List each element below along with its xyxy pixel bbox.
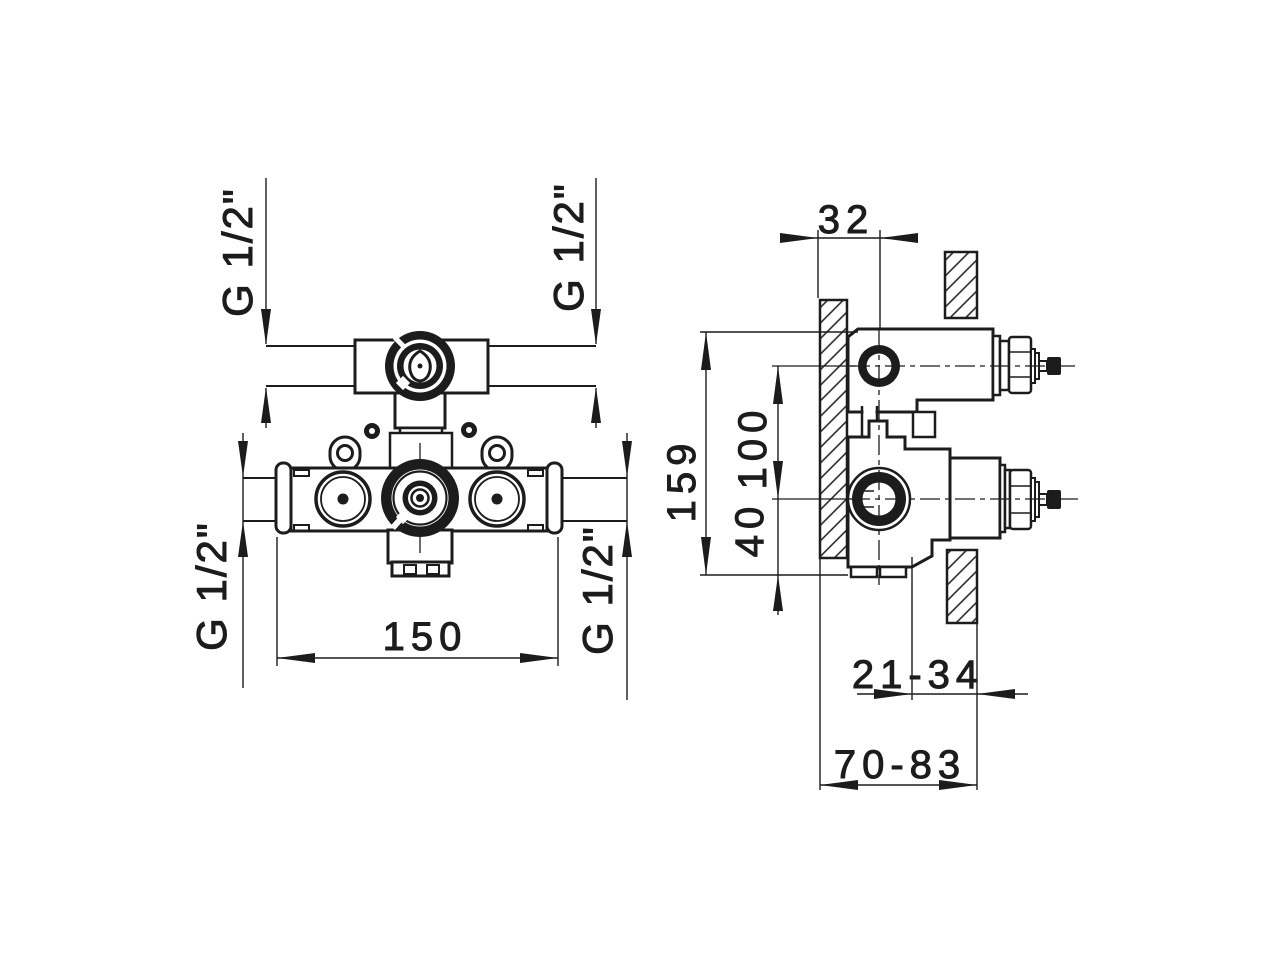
dim-trim-range: 21-34 [851,557,1028,790]
dim-port-spacing-100: 100 [731,365,856,500]
right-port-circle [468,470,526,528]
front-view: G 1/2" G 1/2" G 1/2" G 1/2" [188,178,632,700]
top-knob [385,331,455,401]
total-depth-range-label: 70-83 [834,743,966,787]
dim-height-159: 159 [660,331,858,576]
thread-label-bottom-right: G 1/2" [574,525,621,655]
dim-thread-top-left: G 1/2" [214,178,271,428]
port-spacing-label: 100 [731,405,775,490]
left-port-circle [314,470,372,528]
thread-label-bottom-left: G 1/2" [188,521,235,651]
dim-width-150: 150 [276,537,559,666]
width-label: 150 [383,615,468,659]
dim-thread-bottom-right: G 1/2" [574,433,632,700]
thread-label-top-left: G 1/2" [214,187,261,317]
wall-section-top-right [943,250,979,320]
wall-section-left [818,298,849,560]
dim-thread-bottom-left: G 1/2" [188,433,248,688]
center-knob [381,459,459,537]
trim-range-label: 21-34 [852,653,984,697]
dim-bottom-offset-40: 40 [728,499,783,615]
bottom-offset-label: 40 [728,501,772,558]
side-view: 32 159 100 40 [660,198,1078,790]
mounting-ears [328,435,514,473]
centerlines [850,330,1078,585]
thread-label-top-right: G 1/2" [545,182,592,312]
dim-total-depth-range: 70-83 [819,558,977,790]
lower-cartridge [948,456,1061,540]
dim-depth-32: 32 [780,198,918,330]
wall-section-bottom-right [945,548,979,625]
height-label: 159 [660,438,704,523]
dim-thread-top-right: G 1/2" [545,178,601,428]
depth-label: 32 [818,198,875,242]
